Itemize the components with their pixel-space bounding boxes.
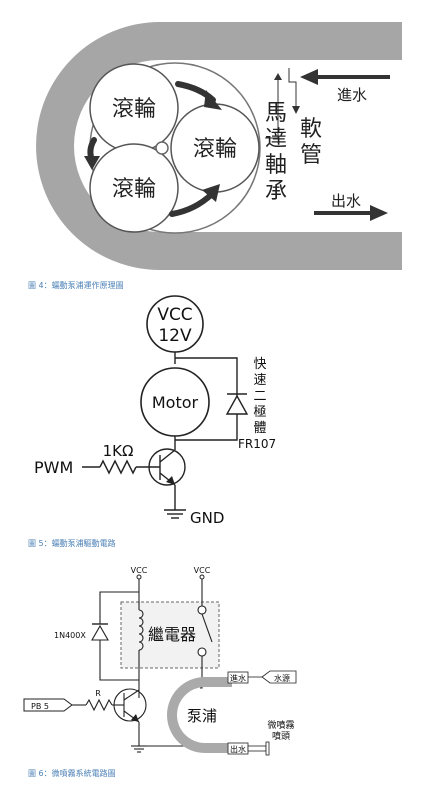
emitter-arrow-icon <box>166 476 175 485</box>
flyback-diode-symbol <box>91 624 109 641</box>
soft-tube-char-2: 管 <box>300 143 322 168</box>
nozzle-label-line-1: 微噴霧 <box>267 719 294 731</box>
resistor-label: 1KΩ <box>103 442 134 460</box>
water-out-label: 出水 <box>230 744 246 754</box>
nozzle-tip-icon <box>265 741 270 756</box>
diode-label-char-5: 體 <box>253 421 266 436</box>
relay-switch-contact-bottom <box>197 647 207 657</box>
figure-5-driver-circuit: VCC 12V Motor 快 速 二 極 體 FR107 1KΩ PWM GN… <box>0 290 424 555</box>
figure-6-caption: 圖 6：微噴霧系統電路圖 <box>28 769 116 778</box>
nozzle-label-line-2: 噴頭 <box>272 730 290 742</box>
pwm-label: PWM <box>34 458 73 477</box>
motor-bearing-char-4: 承 <box>265 179 287 204</box>
figure-5-caption: 圖 5：蠕動泵浦驅動電路 <box>28 539 116 548</box>
vcc-left-terminal <box>136 574 142 580</box>
pb5-input-tag <box>23 698 73 712</box>
pb5-label: PB 5 <box>31 702 49 711</box>
water-in-label: 進水 <box>230 673 246 683</box>
diode-part-number: FR107 <box>238 437 276 451</box>
gnd-label: GND <box>190 509 224 527</box>
tube-pointer <box>288 68 297 110</box>
vcc-voltage: 12V <box>158 326 192 346</box>
bearing-pointer-arrowhead <box>274 73 282 80</box>
tube-pointer-arrowhead <box>292 106 300 114</box>
nozzle-icon <box>247 745 267 752</box>
vcc-left-label: VCC <box>131 566 148 575</box>
soft-tube-shape <box>36 22 402 270</box>
motor-bearing-char-3: 軸 <box>265 153 287 178</box>
relay-label: 繼電器 <box>148 625 196 644</box>
resistor-label: R <box>95 689 101 698</box>
water-in-label: 進水 <box>337 86 367 104</box>
water-out-arrowhead <box>370 205 388 221</box>
motor-bearing-char-1: 馬 <box>265 101 287 126</box>
motor-label: Motor <box>152 393 199 412</box>
center-shaft-icon <box>155 141 169 155</box>
motor <box>140 367 210 437</box>
figure-4-peristaltic-pump: 滾輪 滾輪 滾輪 馬 達 軸 承 軟 管 進水 出水 圖 4：蠕動泵浦運作原理圖 <box>0 0 424 290</box>
driver-circuit-diagram: VCC 12V Motor 快 速 二 極 體 FR107 1KΩ PWM GN… <box>34 295 276 527</box>
diode-part-number: 1N400X <box>54 631 86 640</box>
water-out-label: 出水 <box>331 192 361 210</box>
water-source-tag <box>261 670 297 684</box>
vcc-label: VCC <box>157 305 192 325</box>
pump-tube-shape <box>167 677 232 753</box>
diode-label-char-2: 速 <box>253 373 266 388</box>
roller-label-bottom: 滾輪 <box>112 177 156 202</box>
transistor-symbol <box>148 448 186 486</box>
roller-label-top: 滾輪 <box>112 97 156 122</box>
diode-label-char-3: 二 <box>253 389 266 404</box>
soft-tube-char-1: 軟 <box>300 117 322 142</box>
roller-bottom <box>89 143 179 233</box>
vcc-right-terminal <box>199 574 205 580</box>
diode-symbol <box>225 394 249 415</box>
pump-label: 泵浦 <box>187 707 217 725</box>
diode-label-char-4: 極 <box>253 404 266 420</box>
spray-circuit-diagram: 1N400X VCC VCC 繼電器 PB 5 R 泵浦 進水 水源 出水 微噴… <box>23 566 297 756</box>
figure-6-spray-circuit: 1N400X VCC VCC 繼電器 PB 5 R 泵浦 進水 水源 出水 微噴… <box>0 560 424 800</box>
figure-4-caption: 圖 4：蠕動泵浦運作原理圖 <box>28 281 124 290</box>
peristaltic-pump-diagram: 滾輪 滾輪 滾輪 馬 達 軸 承 軟 管 進水 出水 <box>36 22 402 270</box>
motor-bearing-char-2: 達 <box>265 127 287 152</box>
vcc-source <box>146 295 204 353</box>
water-in-arrowhead <box>300 69 318 85</box>
vcc-right-label: VCC <box>194 566 211 575</box>
bearing-pointer <box>265 76 279 139</box>
roller-label-right: 滾輪 <box>193 137 237 162</box>
relay-switch-contact-top <box>197 605 207 615</box>
water-source-label: 水源 <box>274 673 290 683</box>
water-in-box <box>227 671 249 684</box>
transistor-symbol <box>113 688 147 722</box>
emitter-arrow-icon <box>131 714 139 722</box>
diode-label-char-1: 快 <box>253 357 266 372</box>
rotation-arrowhead-icons <box>84 90 222 202</box>
